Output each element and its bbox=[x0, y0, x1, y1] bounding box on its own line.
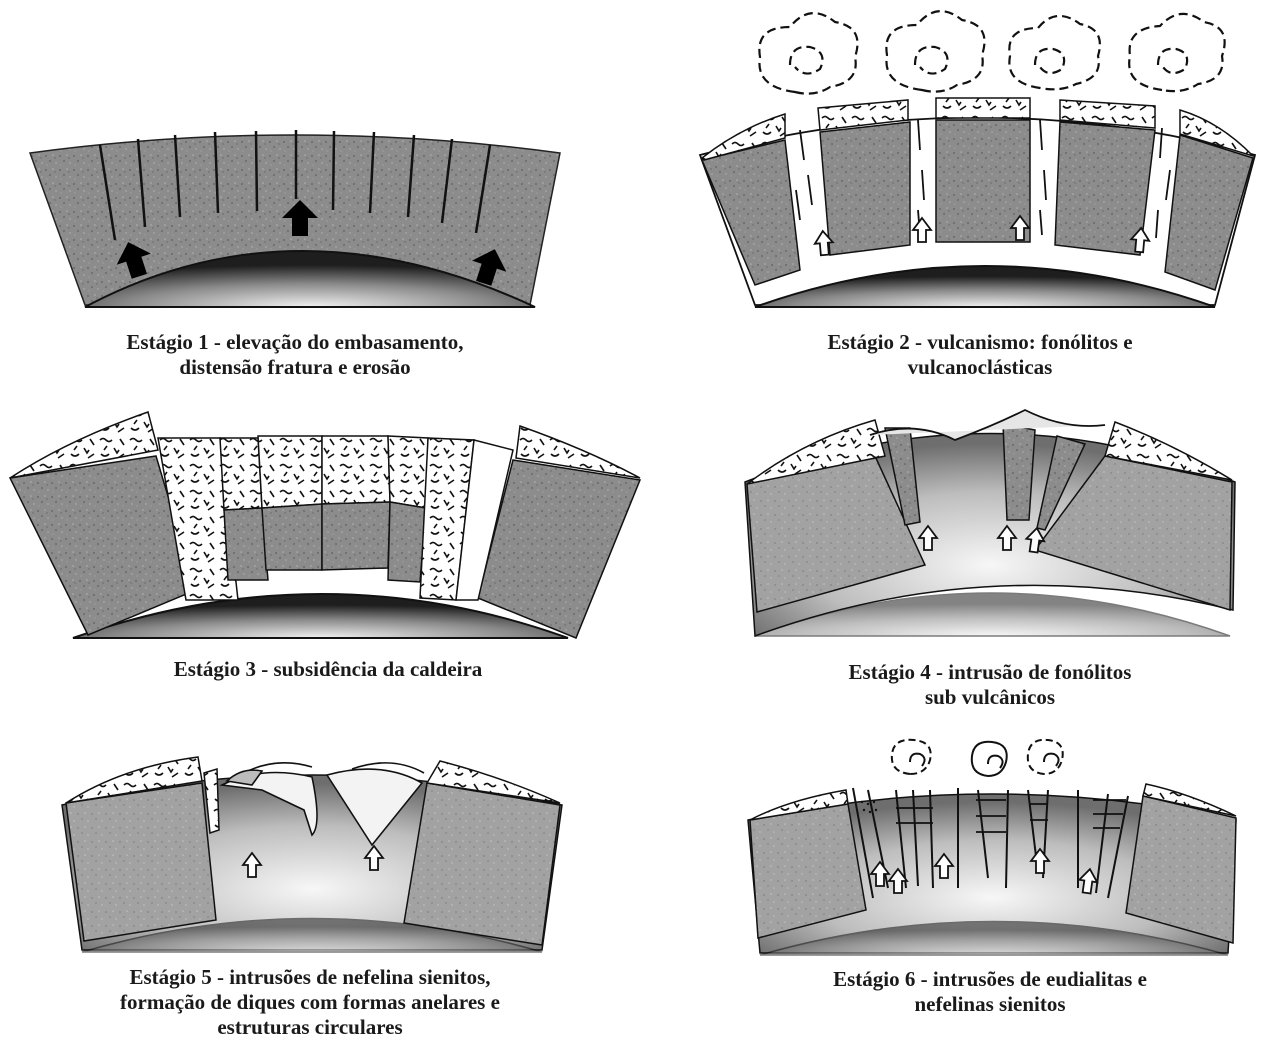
dyke bbox=[203, 767, 220, 835]
dome bbox=[754, 265, 1216, 308]
caption-line: Estágio 4 - intrusão de fonólitos bbox=[848, 660, 1132, 684]
volcaniclastic-cover bbox=[700, 97, 1256, 161]
caption-line: estruturas circulares bbox=[217, 1015, 403, 1039]
side-blocks bbox=[65, 756, 561, 946]
stage-5-illustration bbox=[61, 756, 563, 953]
stage-4-diagram bbox=[744, 400, 1236, 638]
side-blocks bbox=[749, 783, 1237, 944]
caption-line: vulcanoclásticas bbox=[907, 355, 1053, 379]
stage-3-caption: Estágio 3 - subsidência da caldeira bbox=[8, 657, 648, 682]
rock-blocks bbox=[700, 119, 1254, 291]
stage-6-caption: Estágio 6 - intrusões de eudialitas e ne… bbox=[745, 967, 1235, 1017]
tilted-slivers bbox=[884, 423, 1087, 531]
eruption-clouds bbox=[890, 738, 1064, 777]
caption-line: nefelinas sienitos bbox=[914, 992, 1066, 1016]
dome bbox=[759, 920, 1229, 956]
stage-3-illustration bbox=[8, 411, 642, 639]
stage-4-caption: Estágio 4 - intrusão de fonólitos sub vu… bbox=[745, 660, 1235, 710]
stage-2-illustration bbox=[698, 10, 1257, 308]
stage-2-diagram bbox=[698, 10, 1260, 310]
surface-relief bbox=[869, 408, 1106, 441]
stage-1-diagram bbox=[28, 125, 561, 310]
caption-line: Estágio 2 - vulcanismo: fonólitos e bbox=[827, 330, 1133, 354]
stage-5-caption: Estágio 5 - intrusões de nefelina sienit… bbox=[30, 965, 590, 1040]
stage-6-illustration bbox=[747, 738, 1237, 956]
dome bbox=[754, 592, 1231, 637]
dome bbox=[72, 593, 569, 639]
caption-line: formação de diques com formas anelares e bbox=[120, 990, 500, 1014]
caption-line: sub vulcânicos bbox=[924, 685, 1056, 709]
caption-line: Estágio 5 - intrusões de nefelina sienit… bbox=[129, 965, 491, 989]
stage-1-caption: Estágio 1 - elevação do embasamento, dis… bbox=[30, 330, 560, 380]
ring-structures bbox=[219, 761, 425, 847]
stage-5-diagram bbox=[61, 755, 567, 955]
ring-dykes bbox=[896, 799, 1126, 833]
dome bbox=[84, 250, 536, 308]
caption-line: Estágio 6 - intrusões de eudialitas e bbox=[833, 967, 1147, 991]
stippled-zone bbox=[860, 800, 878, 814]
subsided-blocks bbox=[157, 435, 514, 601]
dyke-swarm bbox=[852, 787, 1129, 899]
caption-line: distensão fratura e erosão bbox=[179, 355, 411, 379]
stage-3-diagram bbox=[8, 410, 648, 640]
stage-2-caption: Estágio 2 - vulcanismo: fonólitos e vulc… bbox=[700, 330, 1260, 380]
outer-blocks bbox=[8, 411, 642, 639]
side-blocks bbox=[746, 419, 1233, 613]
fractures bbox=[98, 130, 492, 241]
eruption-clouds bbox=[758, 10, 1226, 95]
stage-4-illustration bbox=[744, 408, 1236, 638]
caption-line: Estágio 3 - subsidência da caldeira bbox=[173, 657, 483, 681]
stage-1-illustration bbox=[28, 130, 561, 308]
caption-line: Estágio 1 - elevação do embasamento, bbox=[126, 330, 464, 354]
conduit-dashes bbox=[795, 119, 1171, 239]
stage-6-diagram bbox=[747, 738, 1238, 960]
